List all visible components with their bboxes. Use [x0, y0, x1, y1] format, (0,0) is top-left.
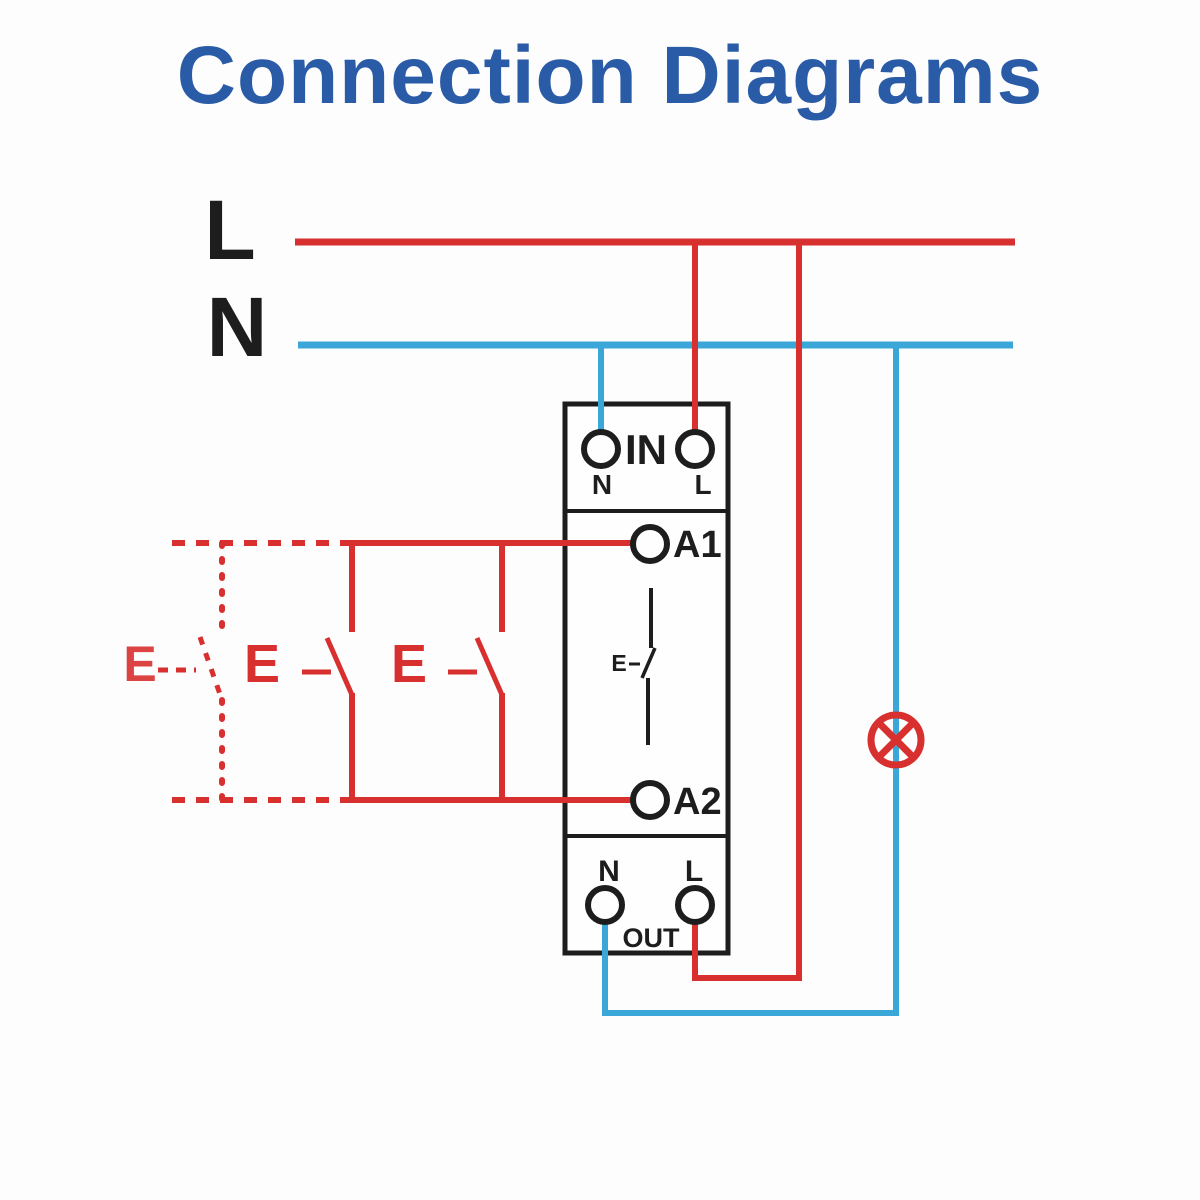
- out-section-label: OUT: [623, 923, 681, 953]
- a2-label: A2: [673, 781, 722, 823]
- in-l-label: L: [694, 469, 711, 500]
- wire-out-live-loop: [692, 242, 802, 981]
- supply-lines: [295, 238, 1015, 349]
- button2-label: E: [391, 634, 427, 694]
- a1-label: A1: [673, 524, 722, 566]
- wiring: [172, 242, 899, 1016]
- live-bus-label: L: [204, 183, 255, 277]
- push-button-1: E: [244, 543, 355, 800]
- terminal-out-n: [585, 885, 625, 925]
- out-n-label: N: [598, 855, 620, 888]
- button2-blade: [474, 636, 505, 697]
- lamp-cross: [876, 720, 916, 760]
- neutral-bus-label: N: [207, 280, 268, 374]
- button1-label: E: [244, 634, 280, 694]
- push-button-2: E: [391, 543, 505, 800]
- supply-labels: L N: [204, 183, 267, 374]
- terminal-a1: [630, 524, 670, 564]
- internal-contact-symbol: E: [611, 588, 657, 745]
- push-button-dashed: E: [123, 540, 225, 803]
- dashed-button-blade: [197, 636, 225, 701]
- in-section-label: IN: [625, 426, 667, 473]
- wire-out-neutral-lamp: [602, 345, 899, 1016]
- terminal-a2: [630, 780, 670, 820]
- internal-contact-label: E: [611, 650, 626, 676]
- internal-contact-blade: [640, 647, 657, 679]
- button1-blade: [324, 636, 355, 697]
- terminal-out-l: [675, 885, 715, 925]
- page-title: Connection Diagrams: [177, 30, 1043, 121]
- in-n-label: N: [592, 469, 612, 500]
- terminal-in-n: [581, 429, 621, 469]
- out-l-label: L: [685, 855, 703, 888]
- terminal-in-l: [675, 429, 715, 469]
- push-button-circuit: E E E: [123, 540, 505, 803]
- device-labels: IN N L A1 A2 N L OUT: [592, 426, 722, 953]
- lamp-icon: [867, 711, 925, 769]
- lamp-circle: [867, 711, 925, 769]
- device-terminals: [581, 429, 715, 925]
- dashed-button-label: E: [123, 636, 156, 692]
